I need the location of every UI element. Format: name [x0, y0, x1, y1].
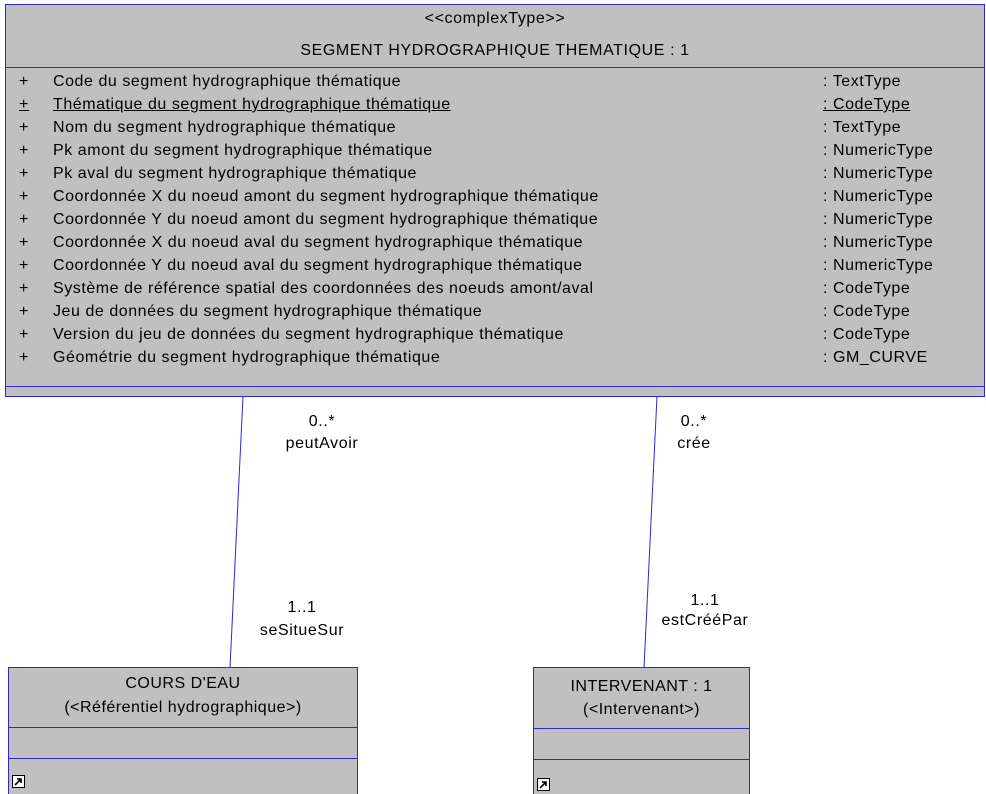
left-bottom-role: seSitueSur: [259, 622, 345, 639]
cours-eau-attr-separator: [9, 727, 357, 728]
attribute-visibility: +: [19, 234, 29, 251]
attribute-row[interactable]: + Version du jeu de données du segment hy…: [6, 323, 984, 346]
class-title: SEGMENT HYDROGRAPHIQUE THEMATIQUE : 1: [300, 42, 690, 59]
attribute-visibility: +: [19, 188, 29, 205]
attribute-visibility: +: [19, 73, 29, 90]
cours-eau-title: COURS D'EAU: [125, 675, 241, 692]
cours-eau-op-separator: [9, 758, 357, 759]
attribute-type: : GM_CURVE: [823, 349, 928, 366]
attribute-visibility: +: [19, 96, 29, 113]
cours-eau-subtitle: (<Référentiel hydrographique>): [64, 699, 302, 716]
attribute-name: Système de référence spatial des coordon…: [53, 280, 594, 297]
attribute-name: Version du jeu de données du segment hyd…: [53, 326, 564, 343]
attribute-type: : CodeType: [823, 280, 911, 297]
right-bottom-multiplicity: 1..1: [690, 592, 720, 609]
shortcut-link-icon[interactable]: [537, 778, 550, 791]
attribute-list: + Code du segment hydrographique thématiq…: [6, 70, 984, 370]
left-top-multiplicity: 0..*: [308, 413, 336, 430]
operations-separator: [6, 386, 984, 387]
attribute-row[interactable]: + Nom du segment hydrographique thématiqu…: [6, 116, 984, 139]
attribute-type: : CodeType: [823, 96, 911, 113]
attribute-visibility: +: [19, 165, 29, 182]
attribute-type: : NumericType: [823, 188, 934, 205]
attribute-visibility: +: [19, 211, 29, 228]
attribute-visibility: +: [19, 119, 29, 136]
class-stereotype: <<complexType>>: [424, 10, 566, 27]
attribute-visibility: +: [19, 280, 29, 297]
attribute-name: Coordonnée X du noeud aval du segment hy…: [53, 234, 584, 251]
intervenant-op-separator: [534, 759, 749, 760]
right-bottom-role: estCrééPar: [661, 612, 749, 629]
intervenant-subtitle: (<Intervenant>): [583, 701, 700, 718]
attribute-type: : TextType: [823, 119, 902, 136]
attribute-name: Coordonnée Y du noeud aval du segment hy…: [53, 257, 583, 274]
intervenant-attr-separator: [534, 728, 749, 729]
attribute-row[interactable]: + Jeu de données du segment hydrographiqu…: [6, 300, 984, 323]
attribute-row[interactable]: + Pk amont du segment hydrographique thém…: [6, 139, 984, 162]
attribute-visibility: +: [19, 349, 29, 366]
attribute-name: Coordonnée Y du noeud amont du segment h…: [53, 211, 599, 228]
attribute-name: Code du segment hydrographique thématiqu…: [53, 73, 402, 90]
attribute-type: : NumericType: [823, 165, 934, 182]
attribute-type: : NumericType: [823, 257, 934, 274]
intervenant-title: INTERVENANT : 1: [570, 678, 713, 695]
class-intervenant[interactable]: INTERVENANT : 1 (<Intervenant>): [533, 667, 750, 794]
attribute-row[interactable]: + Coordonnée X du noeud amont du segment …: [6, 185, 984, 208]
attribute-name: Pk amont du segment hydrographique théma…: [53, 142, 433, 159]
header-separator: [6, 67, 984, 68]
attribute-visibility: +: [19, 257, 29, 274]
right-top-multiplicity: 0..*: [680, 413, 708, 430]
shortcut-link-icon[interactable]: [12, 775, 25, 788]
attribute-row[interactable]: + Pk aval du segment hydrographique théma…: [6, 162, 984, 185]
attribute-row[interactable]: + Coordonnée Y du noeud aval du segment h…: [6, 254, 984, 277]
attribute-name: Nom du segment hydrographique thématique: [53, 119, 397, 136]
attribute-visibility: +: [19, 142, 29, 159]
attribute-type: : NumericType: [823, 234, 934, 251]
attribute-row[interactable]: + Thématique du segment hydrographique th…: [6, 93, 984, 116]
attribute-name: Jeu de données du segment hydrographique…: [53, 303, 483, 320]
left-bottom-multiplicity: 1..1: [287, 599, 317, 616]
attribute-visibility: +: [19, 326, 29, 343]
attribute-row[interactable]: + Coordonnée Y du noeud amont du segment …: [6, 208, 984, 231]
attribute-row[interactable]: + Coordonnée X du noeud aval du segment h…: [6, 231, 984, 254]
attribute-visibility: +: [19, 303, 29, 320]
attribute-name: Coordonnée X du noeud amont du segment h…: [53, 188, 599, 205]
attribute-name: Thématique du segment hydrographique thé…: [53, 96, 451, 113]
attribute-name: Pk aval du segment hydrographique thémat…: [53, 165, 417, 182]
attribute-type: : NumericType: [823, 211, 934, 228]
attribute-type: : NumericType: [823, 142, 934, 159]
left-top-role: peutAvoir: [285, 435, 359, 452]
class-segment-hydrographique-thematique[interactable]: <<complexType>> SEGMENT HYDROGRAPHIQUE T…: [5, 4, 985, 397]
attribute-name: Géométrie du segment hydrographique thém…: [53, 349, 441, 366]
attribute-type: : CodeType: [823, 303, 911, 320]
association-line-intervenant: [643, 395, 658, 669]
attribute-row[interactable]: + Géométrie du segment hydrographique thé…: [6, 346, 984, 369]
attribute-row[interactable]: + Code du segment hydrographique thématiq…: [6, 70, 984, 93]
right-top-role: crée: [677, 435, 711, 452]
attribute-type: : CodeType: [823, 326, 911, 343]
association-line-cours-eau: [229, 395, 244, 669]
attribute-row[interactable]: + Système de référence spatial des coordo…: [6, 277, 984, 300]
class-cours-eau[interactable]: COURS D'EAU (<Référentiel hydrographique…: [8, 667, 358, 794]
attribute-type: : TextType: [823, 73, 902, 90]
